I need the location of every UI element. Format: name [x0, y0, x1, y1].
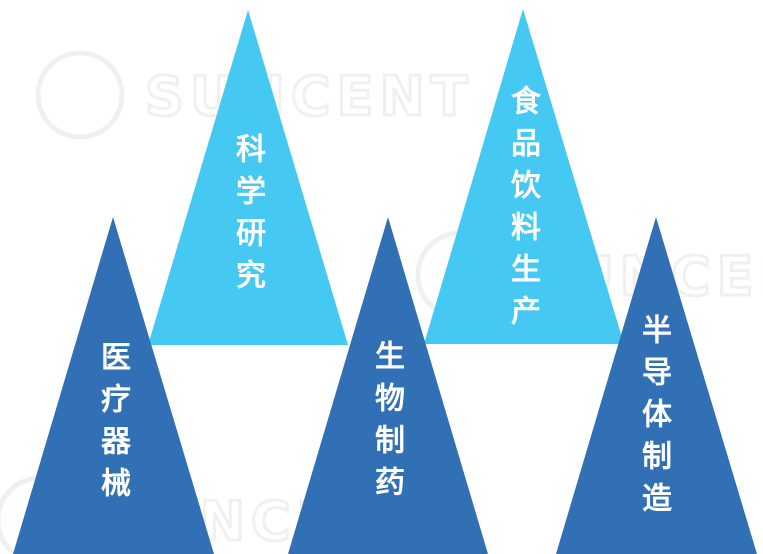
sector-label-char: 饮 [510, 169, 542, 204]
watermark-logo-icon [35, 50, 125, 140]
sector-label-char: 研 [236, 217, 266, 252]
triangle-shape [556, 217, 757, 554]
sector-label-char: 药 [375, 466, 405, 501]
sector-label-char: 学 [236, 175, 266, 210]
sector-label-char: 究 [236, 259, 266, 294]
sector-label-char: 产 [511, 295, 541, 330]
sector-label-char: 品 [511, 127, 541, 162]
triangle-shape [148, 10, 348, 345]
triangle-shape [424, 9, 624, 344]
sector-label-char: 制 [375, 424, 405, 459]
sector-label-char: 料 [511, 211, 541, 246]
sector-label-char: 导 [642, 356, 672, 391]
sector-label-char: 造 [642, 482, 672, 517]
sector-label-char: 物 [375, 382, 405, 417]
triangle-shape [288, 217, 488, 554]
sector-label-char: 生 [511, 253, 541, 288]
sector-label-char: 医 [101, 341, 131, 376]
sector-label-char: 半 [642, 314, 672, 349]
sector-label-char: 科 [236, 133, 266, 168]
sector-label-char: 疗 [101, 383, 131, 418]
watermark-top: SUNCENT [35, 50, 473, 140]
sector-label-char: 制 [642, 440, 672, 475]
watermark-text: SUNCENT [145, 65, 473, 128]
sector-label-char: 械 [101, 467, 131, 502]
sector-label-char: 体 [642, 398, 673, 433]
sector-label-char: 生 [375, 340, 405, 375]
triangle-shape [13, 217, 214, 554]
sector-label-char: 器 [100, 425, 132, 460]
sector-label-char: 食 [511, 85, 542, 120]
